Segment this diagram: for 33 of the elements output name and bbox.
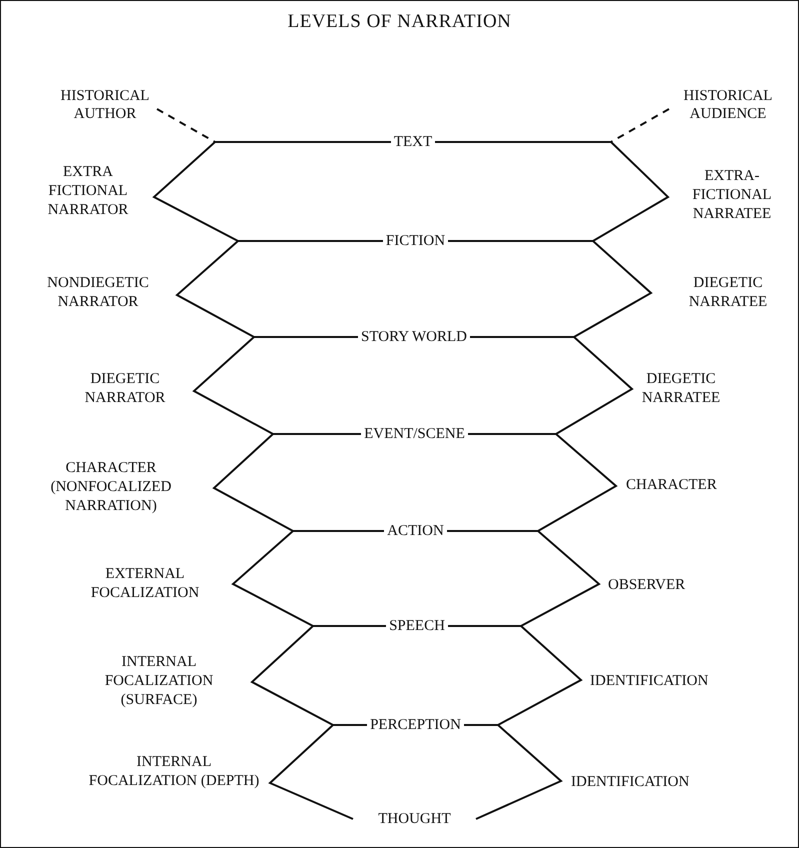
connector-line bbox=[192, 336, 274, 435]
dashed-connector bbox=[610, 108, 670, 143]
side-label: CHARACTER bbox=[626, 476, 718, 495]
side-label: EXTRA-FICTIONAL NARRATEE bbox=[691, 167, 773, 224]
connector-line bbox=[498, 625, 583, 726]
side-label: NONDIEGETIC NARRATOR bbox=[46, 274, 150, 312]
connector-line bbox=[231, 530, 314, 627]
side-label: IDENTIFICATION bbox=[590, 672, 710, 691]
connector-line bbox=[520, 530, 601, 627]
connector-line bbox=[476, 724, 563, 820]
connector-line bbox=[556, 336, 634, 435]
connector-line bbox=[250, 625, 334, 726]
side-label: OBSERVER bbox=[608, 576, 686, 595]
connector-line bbox=[175, 240, 254, 338]
node-label: HISTORICAL AUTHOR bbox=[53, 87, 157, 123]
side-label: DIEGETIC NARRATOR bbox=[84, 370, 166, 408]
side-label: EXTERNAL FOCALIZATION bbox=[90, 565, 200, 603]
side-label: EXTRA FICTIONAL NARRATOR bbox=[46, 163, 130, 220]
connector-line bbox=[574, 240, 653, 338]
connector-line bbox=[268, 724, 354, 820]
dashed-connector bbox=[156, 108, 216, 143]
side-label: INTERNAL FOCALIZATION (SURFACE) bbox=[104, 653, 214, 710]
side-label: DIEGETIC NARRATEE bbox=[640, 370, 722, 408]
side-label: INTERNAL FOCALIZATION (DEPTH) bbox=[88, 753, 260, 791]
connector-line bbox=[152, 141, 238, 242]
diagram-title: LEVELS OF NARRATION bbox=[286, 11, 512, 33]
side-label: IDENTIFICATION bbox=[571, 773, 690, 792]
side-label: DIEGETIC NARRATEE bbox=[688, 274, 768, 312]
connector-line bbox=[538, 433, 618, 532]
side-label: CHARACTER (NONFOCALIZED NARRATION) bbox=[50, 459, 172, 516]
connector-line bbox=[212, 433, 294, 532]
node-label: HISTORICAL AUDIENCE bbox=[669, 87, 787, 123]
connector-line bbox=[592, 141, 670, 242]
